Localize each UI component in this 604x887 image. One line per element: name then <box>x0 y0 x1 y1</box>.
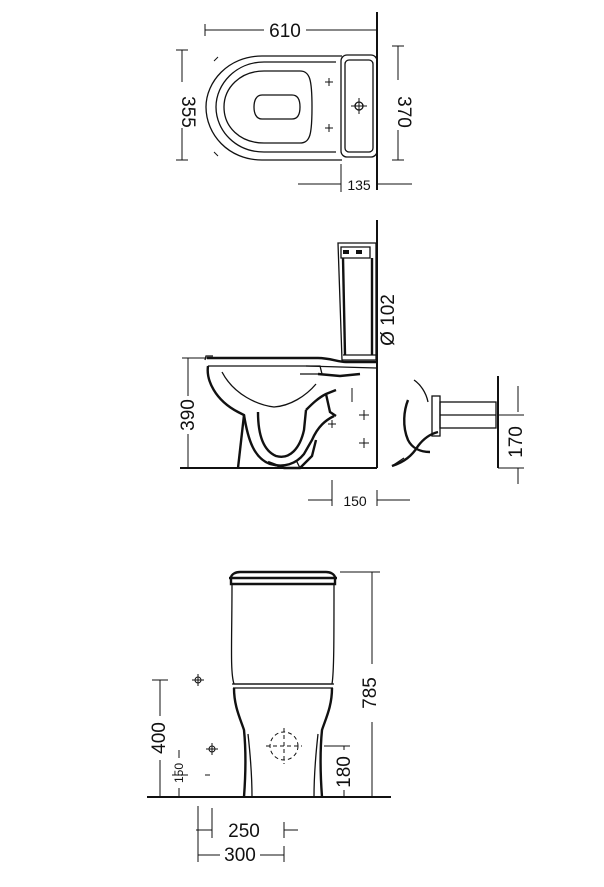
dim-front-inlet-low: 150 <box>172 763 186 783</box>
front-bowl <box>232 687 247 798</box>
top-view: 610 355 370 135 <box>176 12 414 193</box>
side-bowl <box>206 365 335 467</box>
dim-side-height: 390 <box>178 399 199 431</box>
fixing-mark-icon <box>325 78 333 132</box>
side-view: 390 Ø 102 150 <box>178 220 410 509</box>
dim-front-width-inner: 250 <box>228 821 260 842</box>
fixing-mark-icon <box>192 674 218 776</box>
dim-side-diameter: Ø 102 <box>378 294 399 346</box>
side-pedestal <box>236 414 246 469</box>
top-seat-opening <box>223 70 313 144</box>
top-bowl-outline <box>205 55 342 161</box>
dim-front-outlet-height: 180 <box>334 756 355 788</box>
dim-top-width: 610 <box>269 21 301 42</box>
front-view: 785 180 400 150 250 300 <box>147 570 391 866</box>
top-water-oval <box>253 94 301 120</box>
side-seat <box>207 356 376 364</box>
top-cistern <box>340 54 378 158</box>
dim-outlet-height: 170 <box>506 426 527 458</box>
outlet-flange <box>431 395 441 437</box>
dim-top-bowl-width: 355 <box>177 96 198 128</box>
dim-front-width-outer: 300 <box>224 845 256 866</box>
dim-side-wall-offset: 150 <box>343 493 367 509</box>
dim-front-inlet-height: 400 <box>149 722 170 754</box>
dim-top-cistern-width: 370 <box>393 96 414 128</box>
fixing-mark-icon <box>328 388 369 448</box>
outlet-detail: 170 <box>391 376 527 484</box>
top-bowl-inner <box>215 61 336 153</box>
front-cistern <box>229 570 337 586</box>
top-cistern-inner <box>344 59 374 153</box>
dim-front-height: 785 <box>360 677 381 709</box>
dim-top-wall-offset: 135 <box>347 177 371 193</box>
side-cistern <box>337 242 377 361</box>
